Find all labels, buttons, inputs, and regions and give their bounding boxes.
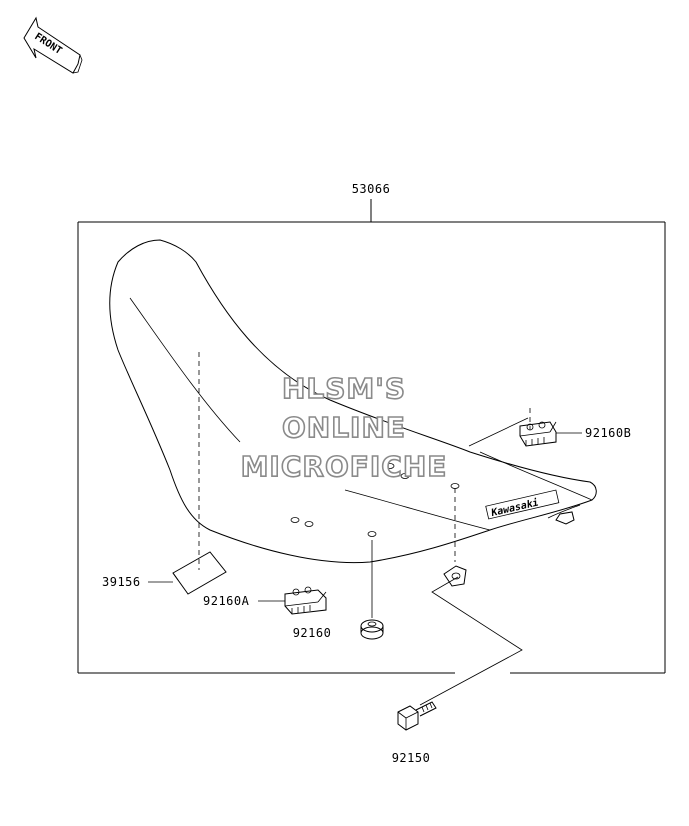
part-label-92160a: 92160A	[203, 594, 250, 608]
dashed-reference-lines	[198, 352, 531, 570]
watermark-line-2: ONLINE	[282, 411, 406, 444]
bolt-92150-icon	[397, 701, 437, 731]
part-label-53066: 53066	[352, 182, 391, 196]
seat-brand-logo: Kawasaki	[485, 489, 560, 520]
watermark-line-1: HLSM'S	[282, 372, 406, 405]
seat-bracket-icon	[443, 565, 467, 587]
watermark-line-3: MICROFICHE	[241, 450, 448, 483]
part-labels: 53066 92160B 39156 92160A 92160 92150	[102, 182, 631, 765]
watermark: HLSM'S ONLINE MICROFICHE	[240, 371, 448, 484]
front-arrow-label: FRONT	[32, 31, 63, 57]
grommet-92160-icon	[360, 619, 384, 640]
part-label-92160b: 92160B	[585, 426, 631, 440]
part-label-92150: 92150	[392, 751, 431, 765]
clip-92160a-icon	[284, 586, 327, 615]
clip-92160b-icon	[519, 421, 557, 447]
part-label-39156: 39156	[102, 575, 141, 589]
kit-bracket	[77, 199, 666, 674]
leader-lines	[148, 417, 582, 706]
front-arrow-icon: FRONT	[23, 16, 83, 74]
part-label-92160: 92160	[293, 626, 332, 640]
pad-39156-icon	[172, 551, 227, 595]
